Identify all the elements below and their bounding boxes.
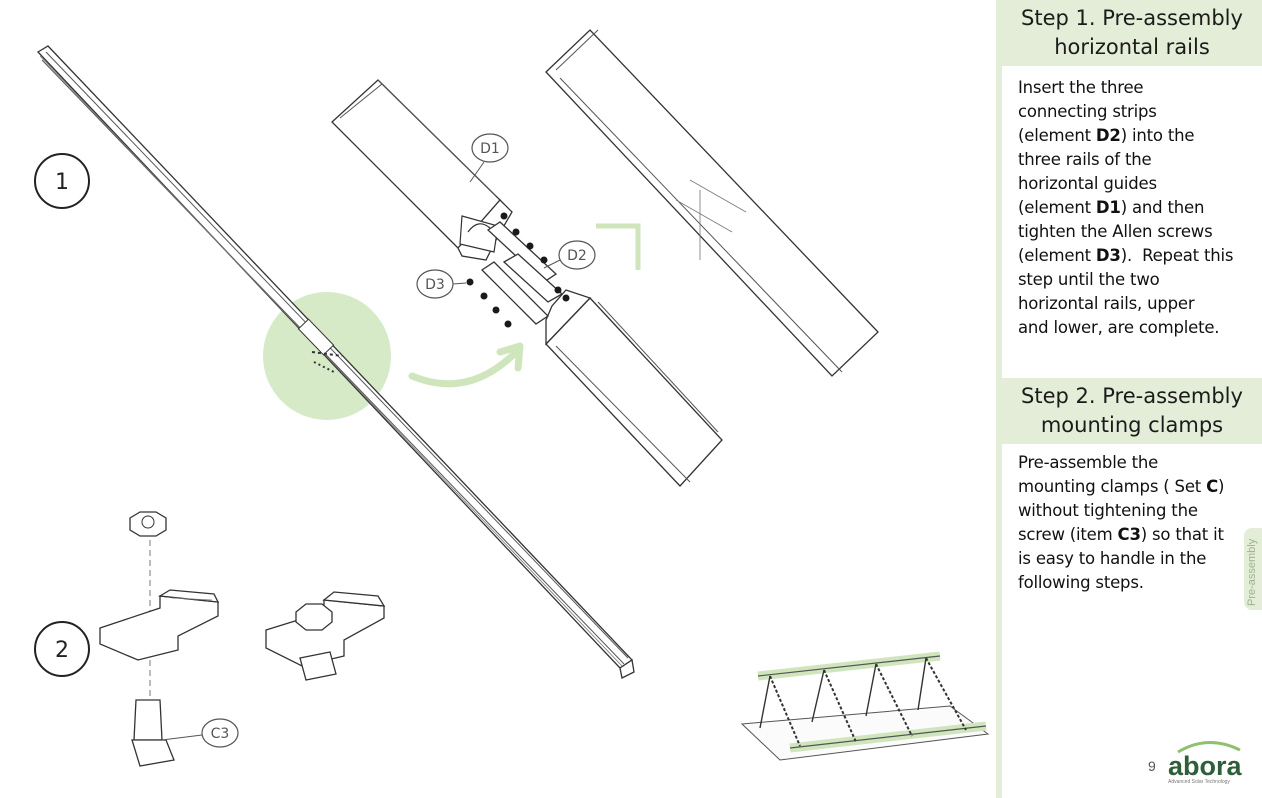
logo-tagline: Advanced Solar Technology xyxy=(1168,779,1230,785)
text-line: mounting clamps ( Set C) xyxy=(1018,477,1225,496)
text-line: Insert the three xyxy=(1018,78,1144,97)
text-line: and lower, are complete. xyxy=(1018,318,1220,337)
svg-text:D2: D2 xyxy=(567,248,587,264)
svg-text:2: 2 xyxy=(55,638,69,663)
text-line: tighten the Allen screws xyxy=(1018,222,1213,241)
text-line: step until the two xyxy=(1018,270,1160,289)
svg-text:1: 1 xyxy=(55,170,69,195)
callout-d2: D2 xyxy=(543,240,596,270)
step1-body: Insert the three connecting strips (elem… xyxy=(1018,76,1250,340)
rail-segment-lower xyxy=(545,289,723,487)
page-number: 9 xyxy=(1148,758,1156,774)
text-line: without tightening the xyxy=(1018,501,1198,520)
step1-title: Step 1. Pre-assembly horizontal rails xyxy=(1002,0,1262,66)
section-side-tab: Pre-assembly xyxy=(1244,528,1262,610)
step2-body: Pre-assemble the mounting clamps ( Set C… xyxy=(1018,451,1250,595)
abora-logo: abora Advanced Solar Technology xyxy=(1168,740,1248,786)
step1-title-line2: horizontal rails xyxy=(1054,35,1210,59)
callout-c3: C3 xyxy=(161,718,239,748)
connecting-strips xyxy=(480,221,564,325)
arrow-icon xyxy=(408,346,522,388)
rail-segment-upper-left xyxy=(331,79,513,261)
text-line: screw (item C3) so that it xyxy=(1018,525,1224,544)
solar-structure xyxy=(740,651,990,761)
text-line: (element D3). Repeat this xyxy=(1018,246,1234,265)
step1-callout: 1 xyxy=(34,153,90,209)
svg-text:D1: D1 xyxy=(480,141,500,157)
long-rail xyxy=(36,45,635,679)
clamp-assembled xyxy=(265,591,386,681)
text-line: horizontal guides xyxy=(1018,174,1157,193)
callout-d3: D3 xyxy=(416,269,467,299)
text-line: horizontal rails, upper xyxy=(1018,294,1195,313)
svg-text:D3: D3 xyxy=(425,277,445,293)
clamp-exploded xyxy=(99,511,220,767)
arrow-head-icon xyxy=(496,342,524,372)
text-line: connecting strips xyxy=(1018,102,1157,121)
instructions-sidebar: Step 1. Pre-assembly horizontal rails In… xyxy=(996,0,1262,798)
text-line: is easy to handle in the xyxy=(1018,549,1207,568)
assembly-illustration: .rail { fill: #ffffff; stroke: #333; str… xyxy=(34,29,990,767)
step2-callout: 2 xyxy=(34,621,90,677)
step2-title-line1: Step 2. Pre-assembly xyxy=(1021,384,1243,408)
logo-swoosh-icon xyxy=(1177,740,1241,754)
text-line: following steps. xyxy=(1018,573,1144,592)
callout-d1: D1 xyxy=(469,133,509,183)
svg-text:C3: C3 xyxy=(211,726,230,742)
step1-title-line1: Step 1. Pre-assembly xyxy=(1021,6,1243,30)
rail-segment-upper-right xyxy=(545,29,879,377)
text-line: (element D1) and then xyxy=(1018,198,1205,217)
step2-title-line2: mounting clamps xyxy=(1040,413,1224,437)
text-line: (element D2) into the xyxy=(1018,126,1195,145)
step2-title: Step 2. Pre-assembly mounting clamps xyxy=(1002,378,1262,444)
side-tab-label: Pre-assembly xyxy=(1246,538,1258,606)
text-line: Pre-assemble the xyxy=(1018,453,1159,472)
logo-name: abora xyxy=(1168,751,1242,781)
allen-screws xyxy=(466,212,570,328)
corner-bracket-icon xyxy=(596,223,641,270)
joint-detail xyxy=(297,318,343,373)
text-line: three rails of the xyxy=(1018,150,1152,169)
